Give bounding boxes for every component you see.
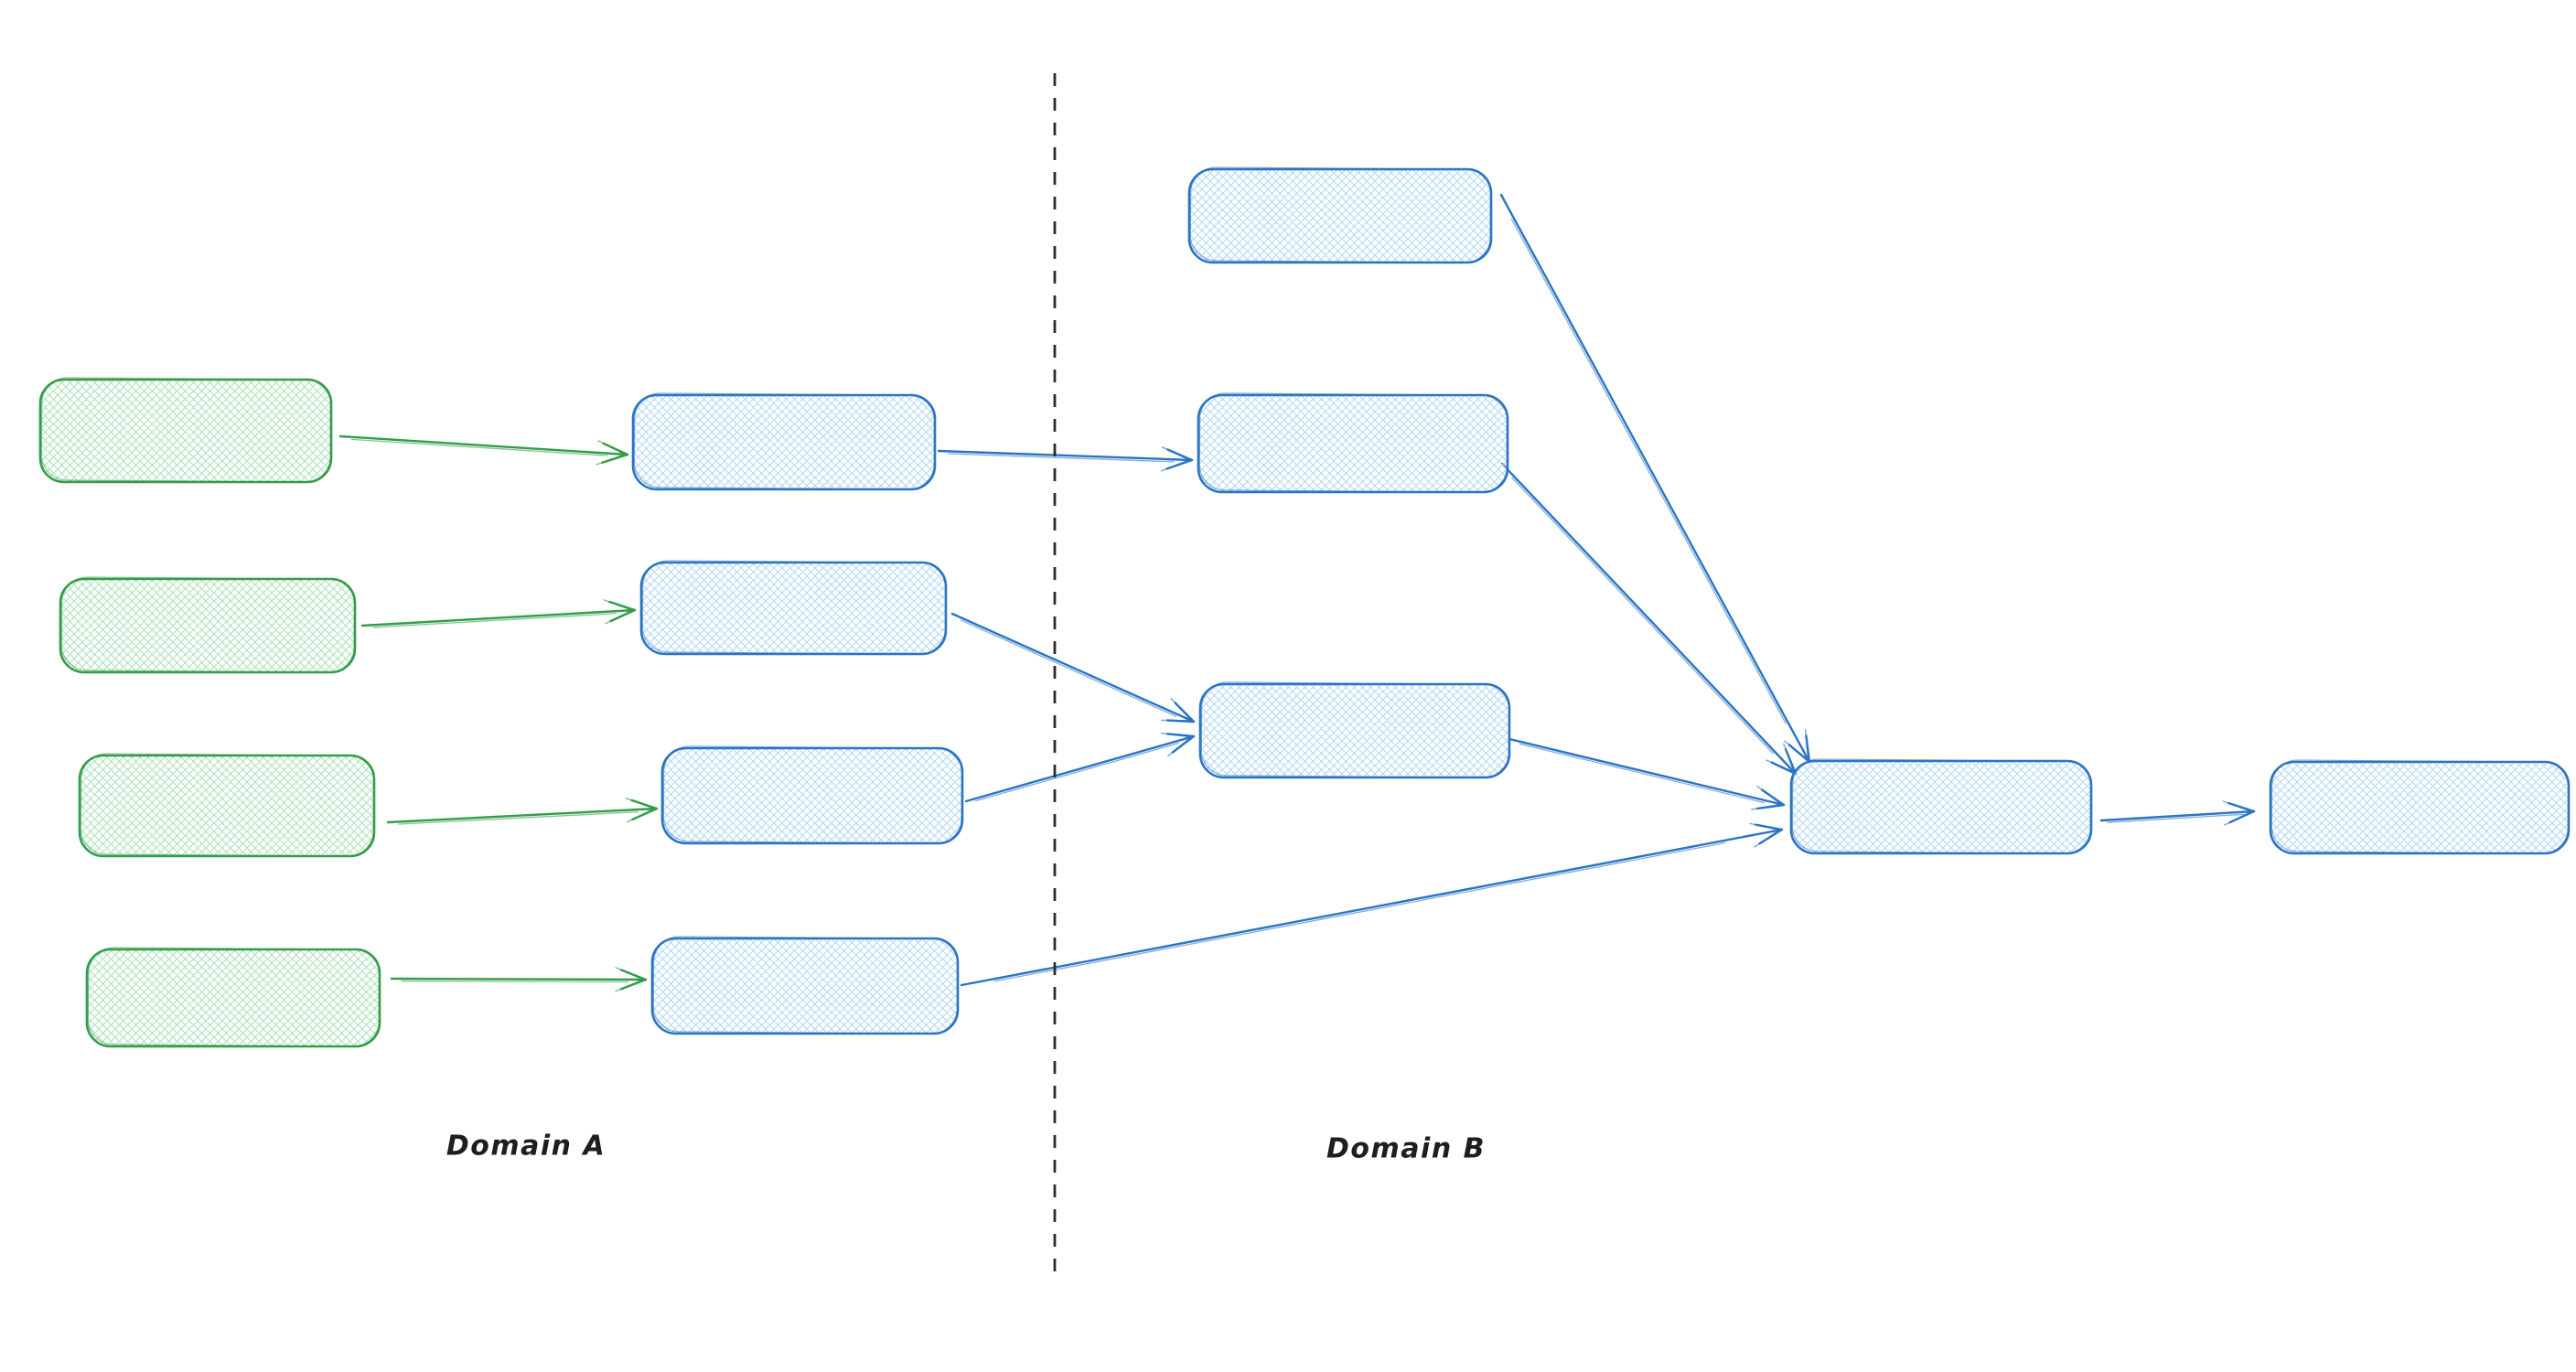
node-domain-b-input-1	[1187, 166, 1493, 264]
arrow-domain-b-hub-to-domain-b-output	[2099, 800, 2256, 826]
domain-b-label: Domain B	[1326, 1132, 1486, 1165]
node-domain-a-source-1	[38, 377, 333, 484]
node-domain-a-stage-1	[631, 392, 937, 491]
edges-layer	[338, 193, 2256, 992]
arrow-domain-a-stage-4-to-domain-b-hub	[960, 822, 1784, 987]
arrow-domain-a-stage-3-to-domain-b-merge	[964, 732, 1196, 803]
node-domain-a-source-4	[85, 947, 381, 1048]
node-domain-a-stage-4	[650, 936, 960, 1035]
node-domain-a-stage-3	[660, 745, 964, 845]
arrow-domain-b-input-1-to-domain-b-hub	[1499, 193, 1811, 764]
nodes-layer	[38, 166, 2571, 1048]
arrow-domain-a-source-4-to-domain-a-stage-4	[390, 967, 648, 992]
arrow-domain-a-source-1-to-domain-a-stage-1	[338, 434, 629, 466]
arrow-domain-a-stage-2-to-domain-b-merge	[950, 612, 1196, 724]
arrow-domain-b-merge-to-domain-b-hub	[1508, 737, 1786, 810]
arrow-domain-a-source-3-to-domain-a-stage-3	[386, 797, 659, 825]
node-domain-b-input-2	[1197, 392, 1509, 494]
node-domain-b-hub	[1789, 758, 2093, 855]
node-domain-b-merge	[1198, 681, 1511, 779]
domain-a-label: Domain A	[445, 1130, 606, 1163]
node-domain-a-stage-2	[639, 560, 948, 656]
node-domain-b-output	[2269, 759, 2571, 855]
arrow-domain-a-source-2-to-domain-a-stage-2	[360, 599, 637, 628]
arrow-domain-a-stage-1-to-domain-b-input-2	[937, 446, 1194, 472]
node-domain-a-source-2	[59, 576, 357, 674]
arrow-domain-b-input-2-to-domain-b-hub	[1500, 462, 1798, 776]
node-domain-a-source-3	[78, 753, 376, 858]
